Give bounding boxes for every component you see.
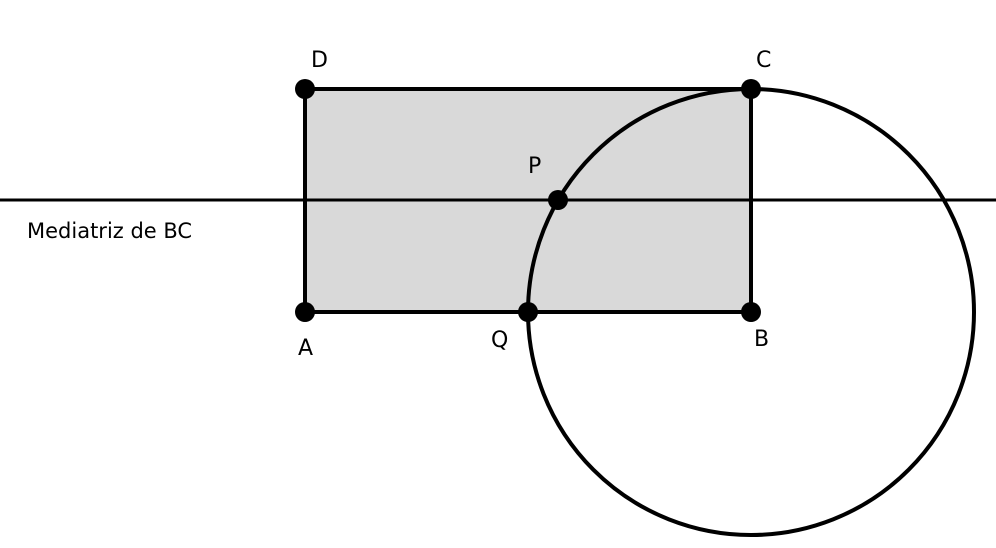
label-a: A [298,336,313,361]
point-q [518,302,538,322]
label-q: Q [491,328,508,353]
point-d [295,79,315,99]
point-c [741,79,761,99]
point-a [295,302,315,322]
label-d: D [311,48,328,73]
bisector-label: Mediatriz de BC [27,219,192,243]
label-b: B [754,327,769,352]
label-p: P [528,154,541,179]
point-b [741,302,761,322]
point-p [548,190,568,210]
label-c: C [756,48,771,73]
